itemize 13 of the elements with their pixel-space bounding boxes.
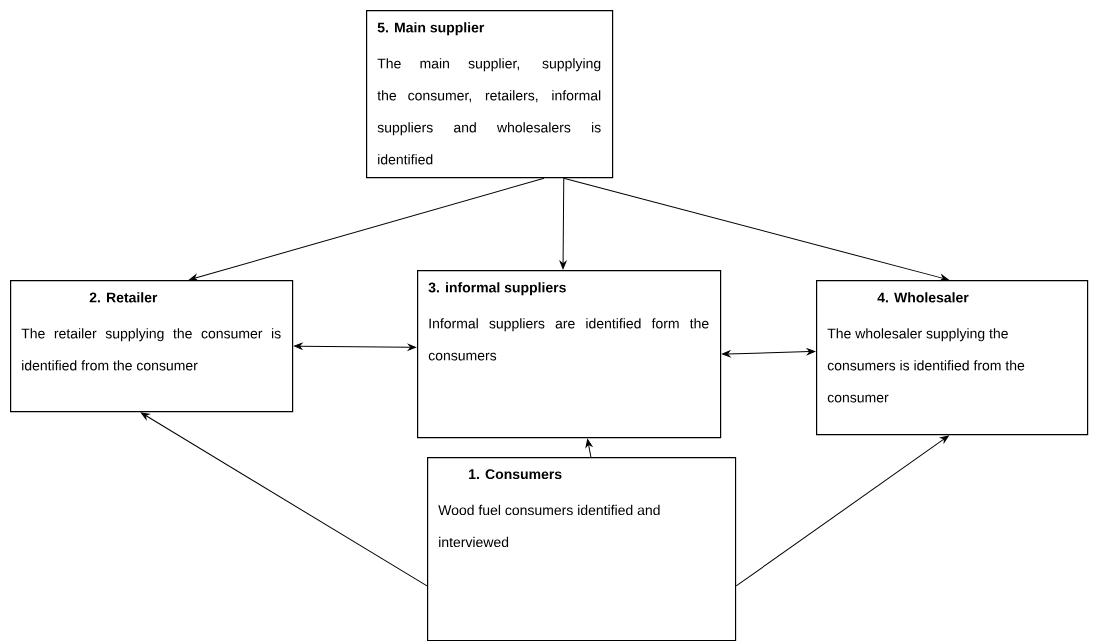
- process-box: 4. Wholesaler The wholesaler supplying the consumers is identified from the consumer: [816, 280, 1089, 436]
- arrow: [140, 412, 428, 587]
- arrow: [585, 439, 593, 458]
- process-box: 5. Main supplier The main supplier, supplying the consumer, retailers, informal suppliers and wholesalers is identified: [366, 10, 614, 179]
- process-box: 3. informal suppliers Informal suppliers are identified form the consumers: [417, 270, 722, 439]
- arrow: [559, 177, 567, 270]
- arrow: [189, 177, 545, 281]
- process-box: 2. Retailer The retailer supplying the consumer is identified from the consumer: [10, 280, 294, 413]
- arrow: [722, 348, 816, 358]
- arrow: [294, 342, 417, 351]
- arrow: [563, 177, 949, 282]
- process-box: 1. Consumers Wood fuel consumers identified and interviewed: [427, 457, 737, 641]
- arrow: [735, 435, 949, 587]
